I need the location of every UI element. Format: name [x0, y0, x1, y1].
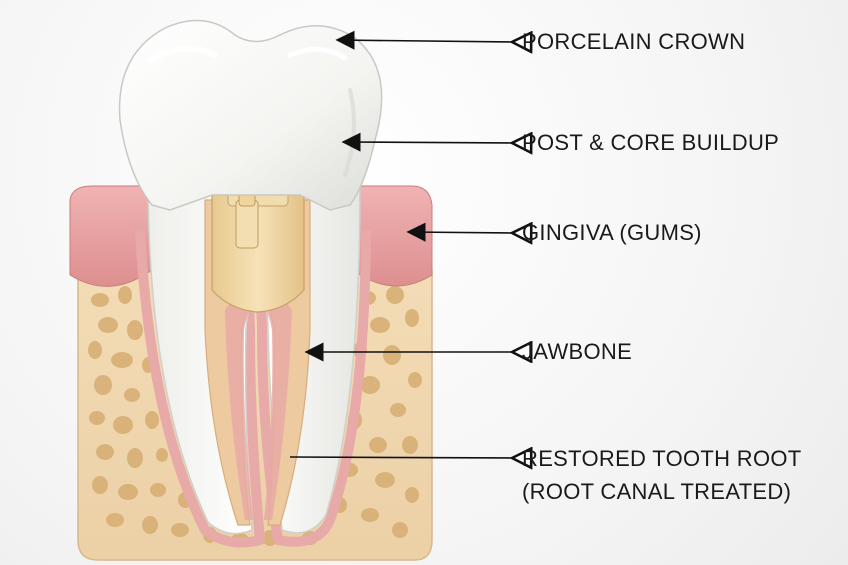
arrow-gingiva — [408, 232, 512, 233]
label-restored-tooth-root: RESTORED TOOTH ROOT — [522, 446, 802, 471]
label-gingiva: GINGIVA (GUMS) — [522, 220, 702, 245]
leader-arrows — [289, 40, 512, 458]
label-post-core-buildup: POST & CORE BUILDUP — [522, 130, 780, 155]
arrow-crown — [337, 40, 512, 42]
tooth-root — [147, 185, 361, 535]
porcelain-crown — [118, 19, 383, 211]
label-porcelain-crown: PORCELAIN CROWN — [522, 29, 746, 54]
arrow-root — [289, 457, 512, 458]
label-jawbone: JAWBONE — [522, 339, 633, 364]
arrow-post — [343, 142, 512, 143]
label-root-canal-treated: (ROOT CANAL TREATED) — [522, 479, 792, 504]
